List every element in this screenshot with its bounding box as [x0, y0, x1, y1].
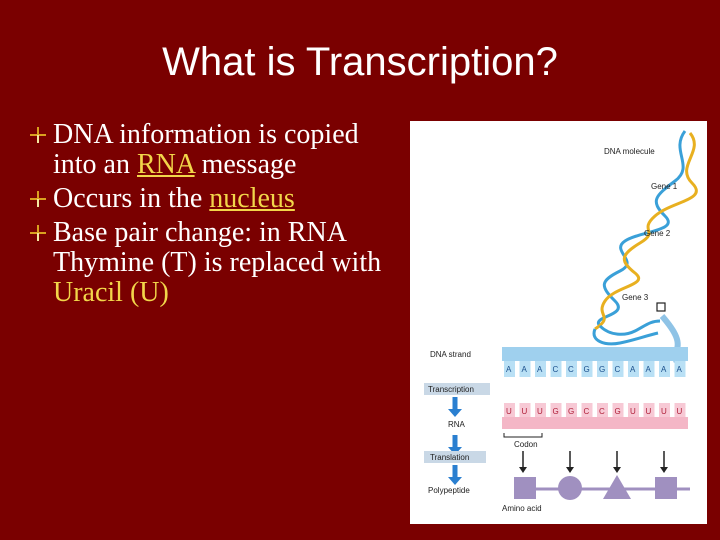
translation-arrowhead: [448, 477, 462, 485]
rna-base-tooth: [535, 403, 546, 417]
bullet-text: message: [194, 149, 297, 180]
codon-bracket: [503, 433, 543, 438]
bullet-item: Base pair change: in RNA Thymine (T) is …: [28, 218, 408, 308]
transcription-label-box: [424, 383, 490, 395]
codon-arrows: [519, 451, 668, 473]
rna-base-tooth: [597, 403, 608, 417]
rna-base-letter: C: [599, 407, 605, 416]
slide-title: What is Transcription?: [162, 40, 558, 84]
amino-acid-square: [655, 477, 677, 499]
rna-base-tooth: [550, 403, 562, 417]
dna-base-tooth: [643, 361, 655, 377]
dna-helix-strand: [598, 319, 661, 336]
rna-base-letter: U: [630, 407, 636, 416]
rna-base-tooth: [643, 403, 655, 417]
dna-base-letter: A: [677, 365, 683, 374]
bullet-item: Occurs in the nucleus: [28, 184, 408, 214]
bullet-item: DNA information is copied into an RNA me…: [28, 120, 408, 180]
dna-base-letter: A: [661, 365, 667, 374]
dna-base-tooth: [566, 361, 577, 377]
dna-base-letter: A: [506, 365, 512, 374]
dna-helix-strand: [594, 132, 698, 331]
dna-base-letter: C: [615, 365, 621, 374]
transcription-arrowhead: [448, 409, 462, 417]
amino-acid-circle: [558, 476, 582, 500]
rna-base-letter: G: [615, 407, 621, 416]
dna-base-tooth: [504, 361, 515, 377]
dna-base-letter: C: [553, 365, 559, 374]
gene3-box: [656, 302, 666, 312]
dna-base-letter: G: [584, 365, 590, 374]
rna-strand-bar: [502, 417, 688, 429]
bullet-icon: [30, 225, 46, 241]
rna-base-letter: U: [677, 407, 683, 416]
dna-base-tooth: [659, 361, 670, 377]
dna-base-tooth: [674, 361, 686, 377]
rna-base-tooth: [628, 403, 639, 417]
amino-acid-label: Amino acid: [502, 504, 542, 513]
dna-base-tooth: [535, 361, 546, 377]
dna-strand-bar: [502, 347, 688, 361]
nucleus-link[interactable]: nucleus: [209, 183, 295, 214]
rna-base-tooth: [674, 403, 686, 417]
rna-base-letter: U: [537, 407, 543, 416]
dna-base-letter: A: [630, 365, 636, 374]
dna-base-letter: A: [537, 365, 543, 374]
dna-base-tooth: [581, 361, 593, 377]
bullet-list: DNA information is copied into an RNA me…: [28, 120, 408, 312]
amino-acid-triangle: [603, 475, 631, 499]
dna-base-letter: A: [522, 365, 528, 374]
rna-base-tooth: [659, 403, 670, 417]
dna-base-tooth: [519, 361, 531, 377]
rna-link[interactable]: RNA: [137, 149, 195, 180]
rna-base-letter: U: [661, 407, 667, 416]
dna-base-tooth: [597, 361, 608, 377]
dna-base-tooth: [612, 361, 624, 377]
bullet-text: Base pair change: in RNA Thymine (T) is …: [53, 217, 382, 278]
rna-base-letter: U: [506, 407, 512, 416]
rna-base-tooth: [566, 403, 577, 417]
rna-base-tooth: [519, 403, 531, 417]
bullet-text: Occurs in the: [53, 183, 210, 214]
translation-label-box: [424, 451, 486, 463]
transcription-label: Transcription: [428, 385, 474, 394]
rna-base-tooth: [581, 403, 593, 417]
amino-acid-square: [514, 477, 536, 499]
bullet-icon: [30, 127, 46, 143]
rna-base-letter: G: [568, 407, 574, 416]
gene3-label: Gene 3: [622, 293, 649, 302]
dna-helix-strand: [592, 328, 659, 346]
bullet-icon: [30, 191, 46, 207]
bullet-text: DNA information is copied into an: [53, 119, 359, 180]
dna-base-tooth: [550, 361, 562, 377]
rna-base-letter: U: [646, 407, 652, 416]
gene2-label: Gene 2: [644, 229, 671, 238]
dna-strand-label: DNA strand: [430, 350, 471, 359]
dna-base-letter: G: [599, 365, 605, 374]
rna-base-letter: U: [522, 407, 528, 416]
rna-base-tooth: [504, 403, 515, 417]
gene1-label: Gene 1: [651, 182, 678, 191]
polypeptide-label: Polypeptide: [428, 486, 470, 495]
codon-label: Codon: [514, 440, 538, 449]
translation-label: Translation: [430, 453, 469, 462]
rna-base-letter: G: [553, 407, 559, 416]
rna-base-tooth: [612, 403, 624, 417]
dna-helix-strand: [596, 130, 687, 328]
dna-base-letter: C: [568, 365, 574, 374]
uracil-highlight: Uracil (U): [53, 277, 169, 308]
dna-molecule-label: DNA molecule: [604, 147, 655, 156]
dna-base-tooth: [628, 361, 639, 377]
dna-base-letter: A: [646, 365, 652, 374]
rna-base-letter: C: [584, 407, 590, 416]
rna-label: RNA: [448, 420, 466, 429]
